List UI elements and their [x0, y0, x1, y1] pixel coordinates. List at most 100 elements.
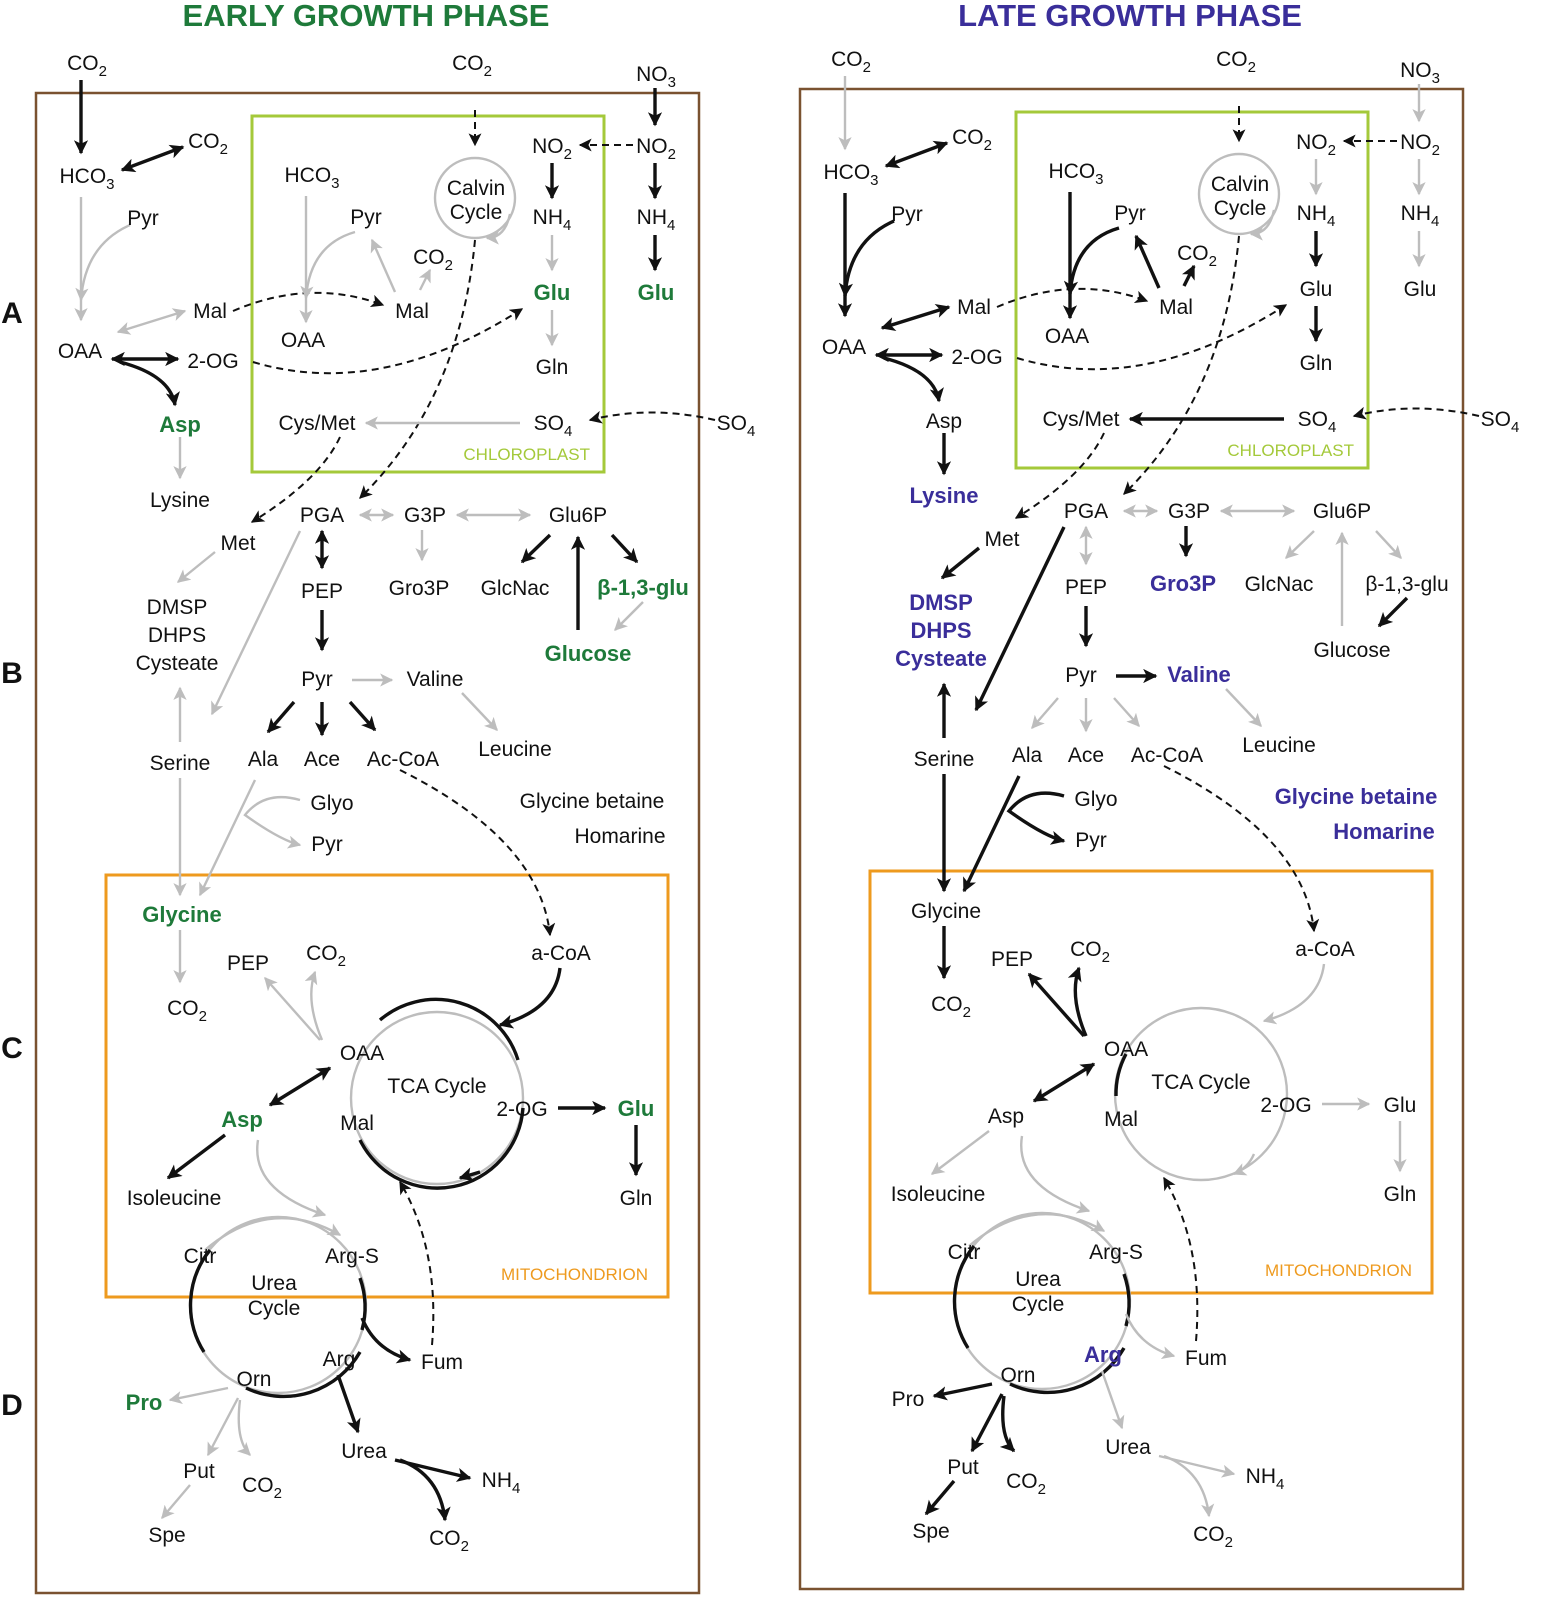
- flux-arrow: [1006, 791, 1066, 845]
- metabolite-hco3: HCO3: [823, 161, 878, 189]
- metabolite-co2-cp: CO2: [413, 246, 453, 274]
- metabolite-glycine: Glycine: [142, 902, 221, 927]
- flux-arrow: [166, 1133, 227, 1180]
- metabolite-put: Put: [183, 1460, 215, 1483]
- metabolite-met: Met: [984, 528, 1019, 551]
- metabolite-glu6p: Glu6P: [1313, 500, 1371, 523]
- metabolite-so4-out: SO4: [1481, 408, 1520, 436]
- metabolite-calvin1: Calvin: [1211, 173, 1269, 196]
- metabolite-oaa-mt: OAA: [340, 1042, 384, 1065]
- chloroplast-box: [250, 114, 606, 474]
- metabolite-ace: Ace: [304, 748, 340, 771]
- metabolite-spe: Spe: [912, 1520, 949, 1543]
- metabolite-arg: Arg: [323, 1348, 356, 1371]
- flux-arrow: [588, 410, 716, 424]
- metabolite-leucine: Leucine: [1242, 734, 1316, 757]
- metabolite-pro: Pro: [126, 1390, 163, 1415]
- flux-arrow: [236, 1399, 251, 1456]
- metabolite-oaa-cp: OAA: [281, 329, 325, 352]
- metabolite-nh4-out: NH4: [1401, 202, 1440, 230]
- metabolite-ala: Ala: [248, 748, 279, 771]
- metabolite-glucose: Glucose: [545, 641, 632, 666]
- tca-cycle-arrow: [1232, 1153, 1256, 1176]
- flux-arrow: [1124, 1313, 1176, 1360]
- metabolite-b13glu: β-1,3-glu: [597, 575, 689, 600]
- late-phase-title: LATE GROWTH PHASE: [958, 0, 1302, 33]
- metabolite-citr: Citr: [184, 1245, 217, 1268]
- flux-arrow: [1014, 432, 1105, 519]
- flux-arrow: [1067, 966, 1088, 1037]
- metabolite-glucose: Glucose: [1313, 639, 1390, 662]
- flux-arrow: [1031, 697, 1059, 729]
- flux-arrow: [176, 551, 216, 583]
- metabolite-no2-cp: NO2: [1296, 131, 1336, 159]
- metabolite-urea2: Cycle: [1012, 1293, 1065, 1316]
- metabolite-pyr-mid: Pyr: [301, 668, 333, 691]
- metabolite-mal-cp: Mal: [395, 300, 429, 323]
- urea-flux-right: [358, 1277, 367, 1331]
- flux-arrow: [1113, 697, 1140, 727]
- calvin-cycle-ring: [433, 156, 517, 240]
- flux-arrow: [359, 239, 476, 499]
- flux-arrow: [120, 144, 185, 173]
- flux-arrow: [232, 291, 385, 312]
- mitochondrion-label: MITOCHONDRION: [1265, 1261, 1412, 1280]
- metabolite-asp-mt: Asp: [221, 1107, 263, 1132]
- metabolite-og-left: 2-OG: [187, 350, 238, 373]
- flux-arrow: [1352, 406, 1480, 420]
- chloroplast-box: [1014, 110, 1370, 470]
- metabolite-no2-out: NO2: [636, 135, 676, 163]
- flux-arrow: [1225, 688, 1262, 727]
- metabolite-spe: Spe: [148, 1524, 185, 1547]
- metabolite-isoleucine: Isoleucine: [891, 1183, 986, 1206]
- metabolite-co2-gly: CO2: [167, 997, 207, 1025]
- metabolite-fum: Fum: [1185, 1347, 1227, 1370]
- metabolite-glu-cp: Glu: [534, 280, 571, 305]
- metabolite-orn: Orn: [1000, 1364, 1035, 1387]
- flux-arrow: [370, 238, 397, 293]
- urea-flux-bottom: [1009, 1347, 1126, 1395]
- metabolite-co2-gly: CO2: [931, 993, 971, 1021]
- metabolite-co2-mid: CO2: [1216, 48, 1256, 76]
- metabolite-co2-urea: CO2: [1193, 1523, 1233, 1551]
- metabolite-dhps: DHPS: [910, 618, 971, 643]
- flux-arrow: [119, 360, 180, 407]
- metabolite-ala: Ala: [1012, 744, 1043, 767]
- flux-arrow: [996, 287, 1149, 308]
- metabolite-co2-mt: CO2: [306, 942, 346, 970]
- metabolite-glcnac: GlcNac: [1245, 573, 1314, 596]
- metabolite-no2-cp: NO2: [532, 135, 572, 163]
- flux-arrow: [930, 1130, 990, 1175]
- flux-arrow: [1262, 963, 1326, 1025]
- metabolite-calvin2: Cycle: [1214, 197, 1267, 220]
- flux-arrow: [1163, 765, 1320, 933]
- metabolite-glcnac: GlcNac: [481, 577, 550, 600]
- metabolite-so4-out: SO4: [717, 412, 756, 440]
- metabolite-nh4-urea: NH4: [1246, 1465, 1285, 1493]
- metabolite-hco3-cp: HCO3: [1048, 160, 1103, 188]
- metabolite-accoa: Ac-CoA: [1131, 744, 1203, 767]
- metabolite-homarine: Homarine: [1333, 819, 1434, 844]
- row-label-d: D: [1, 1389, 23, 1422]
- flux-arrow: [610, 533, 639, 564]
- flux-arrow: [1377, 596, 1409, 628]
- flux-arrow: [1063, 226, 1120, 296]
- metabolite-calvin1: Calvin: [447, 177, 505, 200]
- metabolite-g3p: G3P: [1168, 500, 1210, 523]
- metabolite-og-left: 2-OG: [951, 346, 1002, 369]
- metabolite-lysine: Lysine: [150, 489, 210, 512]
- metabolite-citr: Citr: [948, 1241, 981, 1264]
- flux-arrow: [884, 140, 949, 169]
- metabolite-acoa: a-CoA: [1295, 938, 1355, 961]
- flux-arrow: [614, 601, 644, 631]
- flux-arrow: [264, 977, 321, 1041]
- metabolite-mal-left: Mal: [193, 300, 227, 323]
- flux-arrow: [962, 775, 1021, 893]
- metabolite-glybet: Glycine betaine: [520, 790, 665, 813]
- metabolite-args: Arg-S: [1089, 1241, 1143, 1264]
- calvin-cycle-arrow: [485, 213, 512, 245]
- metabolite-mal-cp: Mal: [1159, 296, 1193, 319]
- metabolite-urea-out: Urea: [1105, 1436, 1151, 1459]
- flux-arrow: [974, 526, 1066, 712]
